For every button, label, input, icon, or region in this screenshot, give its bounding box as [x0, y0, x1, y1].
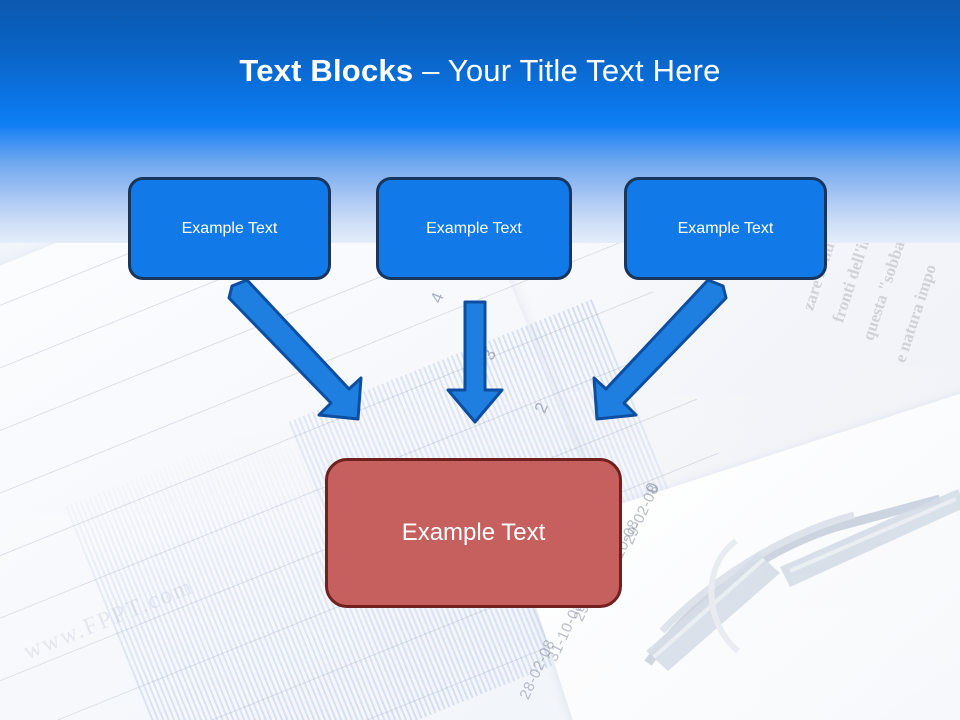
text-block-top-3[interactable]: Example Text [624, 177, 827, 280]
text-block-bottom-label: Example Text [401, 519, 546, 546]
text-block-top-1-label: Example Text [181, 219, 278, 237]
text-block-top-1[interactable]: Example Text [128, 177, 331, 280]
text-block-top-3-label: Example Text [677, 219, 774, 237]
page-title-light: Your Title Text Here [447, 53, 721, 88]
page-title-bold: Text Blocks [239, 53, 414, 88]
text-block-bottom[interactable]: Example Text [325, 458, 622, 608]
eyeglasses-illustration [644, 489, 960, 671]
page-title: Text Blocks – Your Title Text Here [0, 52, 960, 90]
title-banner [0, 0, 960, 128]
text-block-top-2-label: Example Text [426, 219, 522, 237]
page-title-separator: – [413, 53, 448, 88]
text-block-top-2[interactable]: Example Text [376, 177, 572, 280]
